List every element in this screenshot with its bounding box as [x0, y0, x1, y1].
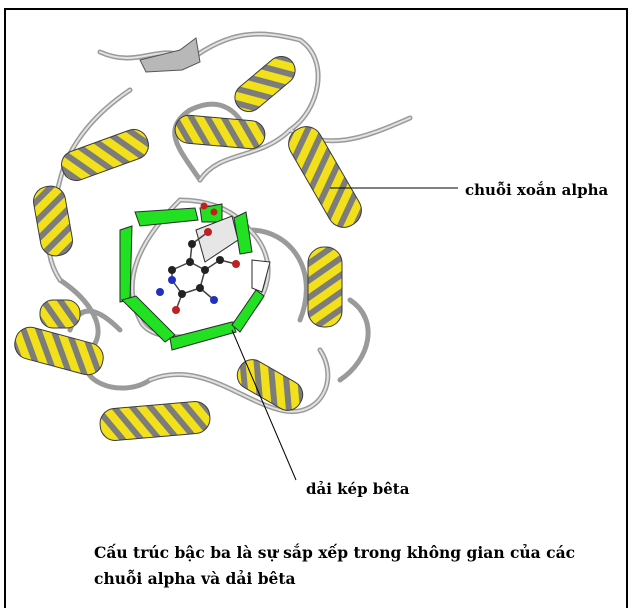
helix-top — [174, 114, 266, 150]
helix-left — [31, 184, 75, 258]
beta-strand-3 — [122, 296, 175, 342]
helix-top-left — [58, 126, 153, 185]
caption-line-1: Cấu trúc bậc ba là sự sắp xếp trong khôn… — [94, 540, 614, 566]
helix-top-right — [229, 51, 301, 117]
helix-bottom — [99, 400, 211, 441]
beta-sheet-label: dải kép bêta — [306, 480, 409, 498]
caption-line-2: chuỗi alpha và dải bêta — [94, 566, 614, 592]
helix-right-lower — [308, 247, 342, 327]
beta-strand-1 — [135, 208, 198, 226]
alpha-helix-label: chuỗi xoắn alpha — [465, 181, 608, 199]
helix-bottom-left — [11, 324, 106, 378]
beta-strand-9 — [196, 216, 238, 262]
beta-strand-5 — [232, 290, 264, 332]
helix-far-left — [40, 300, 80, 328]
beta-strand-2 — [120, 226, 132, 302]
figure-caption: Cấu trúc bậc ba là sự sắp xếp trong khôn… — [94, 540, 614, 592]
beta-strand-4 — [170, 322, 236, 350]
